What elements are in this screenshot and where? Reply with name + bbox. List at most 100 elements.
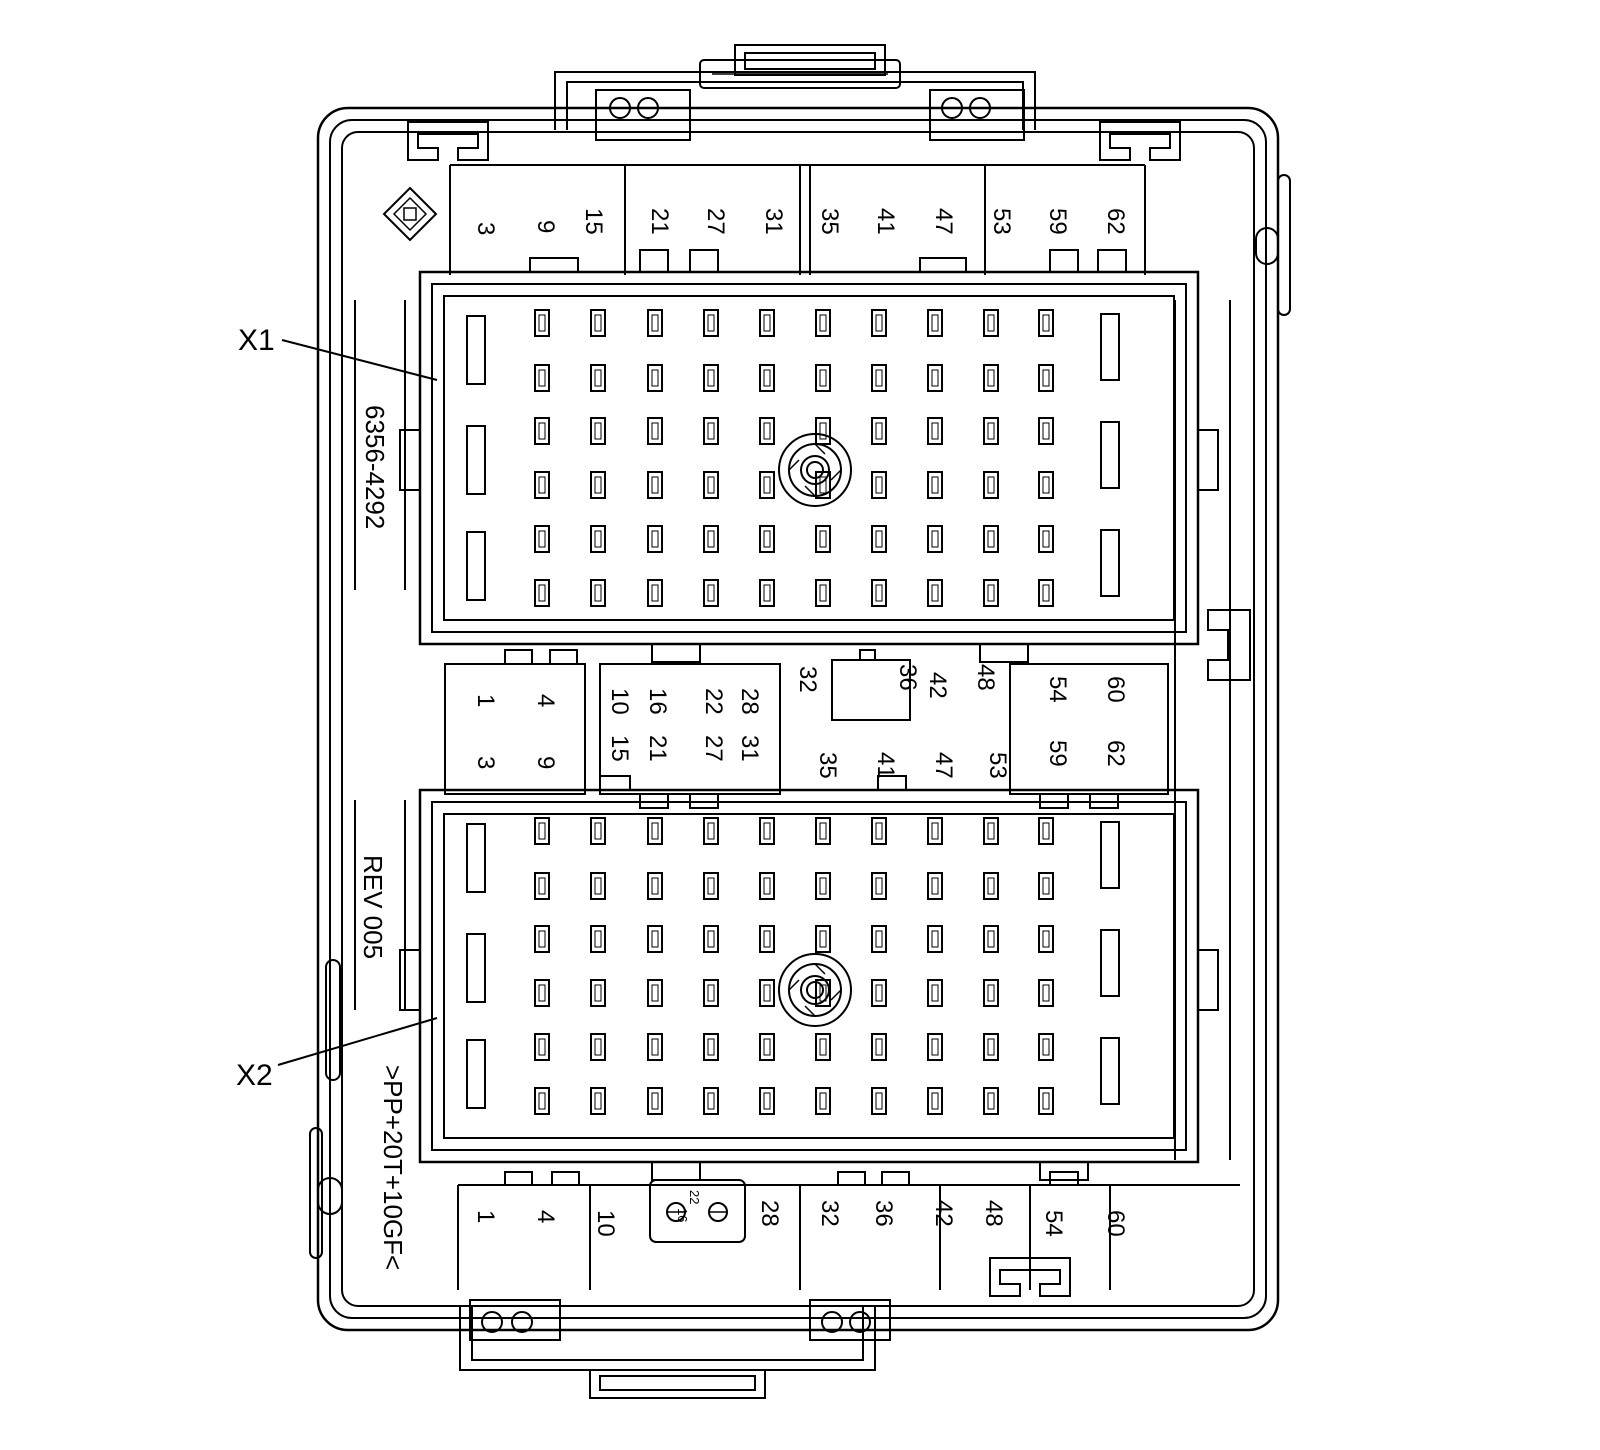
pin-number-label: 1: [472, 1210, 499, 1223]
x2-terminal-contact: [594, 1038, 602, 1056]
x1-terminal-cavity: [983, 525, 999, 553]
x2-terminal-cavity: [1038, 817, 1054, 845]
x2-terminal-cavity: [1038, 872, 1054, 900]
x1-terminal-cavity: [871, 471, 887, 499]
x2-terminal-contact: [651, 930, 659, 948]
pin-number-label: 32: [816, 1200, 843, 1227]
x2-terminal-contact: [538, 1092, 546, 1110]
x1-terminal-cavity: [759, 525, 775, 553]
x1-terminal-contact: [763, 369, 771, 387]
x2-terminal-contact: [538, 984, 546, 1002]
x1-terminal-contact: [819, 314, 827, 332]
x1-terminal-contact: [707, 369, 715, 387]
x1-terminal-contact: [931, 369, 939, 387]
x2-terminal-cavity: [759, 925, 775, 953]
pin-number-label: 41: [872, 752, 899, 779]
x2-terminal-contact: [931, 822, 939, 840]
x2-terminal-cavity: [534, 979, 550, 1007]
x1-terminal-contact: [931, 422, 939, 440]
x1-leader-line: [281, 339, 438, 381]
x1-terminal-contact: [987, 476, 995, 494]
x1-terminal-cavity: [815, 579, 831, 607]
x2-terminal-contact: [707, 1038, 715, 1056]
x1-terminal-cavity: [590, 471, 606, 499]
x1-terminal-contact: [594, 314, 602, 332]
pin-number-label: 31: [736, 735, 763, 762]
x1-power-cavity: [466, 315, 486, 385]
x1-terminal-contact: [707, 530, 715, 548]
x1-top-strip: [449, 164, 1146, 275]
x1-terminal-cavity: [647, 471, 663, 499]
x2-terminal-cavity: [871, 1087, 887, 1115]
x1-terminal-cavity: [871, 309, 887, 337]
pin-number-label: 62: [1102, 208, 1129, 235]
x2-terminal-contact: [987, 984, 995, 1002]
pin-number-label: 60: [1102, 676, 1129, 703]
x2-terminal-cavity: [590, 817, 606, 845]
outer-housing: [309, 44, 1291, 1399]
x1-terminal-contact: [819, 584, 827, 602]
pin-number-label: 9: [532, 756, 559, 769]
pin-number-label: 53: [984, 752, 1011, 779]
pin-number-label: 42: [930, 1200, 957, 1227]
pin-number-label: 31: [760, 208, 787, 235]
pin-number-label: 15: [606, 735, 633, 762]
x2-terminal-contact: [1042, 1038, 1050, 1056]
x1-terminal-cavity: [1038, 525, 1054, 553]
pin-number-label: 47: [930, 752, 957, 779]
pin-number-label: 3: [472, 222, 499, 235]
x1-callout: X1: [238, 324, 275, 357]
x1-terminal-cavity: [759, 364, 775, 392]
x2-terminal-cavity: [1038, 1033, 1054, 1061]
x1-terminal-contact: [875, 369, 883, 387]
x1-terminal-contact: [594, 584, 602, 602]
x2-terminal-cavity: [590, 1087, 606, 1115]
x2-terminal-cavity: [703, 1087, 719, 1115]
x1-terminal-contact: [538, 530, 546, 548]
x2-terminal-cavity: [1038, 925, 1054, 953]
x2-terminal-cavity: [703, 925, 719, 953]
x2-terminal-contact: [819, 1092, 827, 1110]
x1-terminal-contact: [651, 530, 659, 548]
x2-terminal-cavity: [983, 979, 999, 1007]
pin-number-label: 41: [872, 208, 899, 235]
x1-terminal-contact: [651, 584, 659, 602]
x1-terminal-contact: [594, 530, 602, 548]
x1-terminal-cavity: [647, 525, 663, 553]
x2-terminal-cavity: [534, 817, 550, 845]
x1-terminal-cavity: [927, 364, 943, 392]
x1-terminal-contact: [763, 476, 771, 494]
x2-terminal-cavity: [815, 1033, 831, 1061]
x2-terminal-contact: [594, 822, 602, 840]
pin-number-label: 10: [606, 688, 633, 715]
x2-power-cavity: [1100, 1037, 1120, 1105]
pin-number-label: 9: [532, 220, 559, 233]
x1-terminal-cavity: [759, 471, 775, 499]
x2-terminal-cavity: [1038, 979, 1054, 1007]
x1-terminal-cavity: [534, 417, 550, 445]
x1-terminal-cavity: [1038, 471, 1054, 499]
x1-terminal-cavity: [590, 364, 606, 392]
x1-terminal-cavity: [927, 417, 943, 445]
pin-number-label: 42: [924, 672, 951, 699]
x2-terminal-contact: [875, 822, 883, 840]
x1-terminal-cavity: [927, 579, 943, 607]
pin-number-label: 54: [1044, 676, 1071, 703]
x2-terminal-contact: [707, 930, 715, 948]
pin-number-label: 62: [1102, 740, 1129, 767]
x2-callout: X2: [236, 1059, 273, 1092]
x1-terminal-cavity: [590, 579, 606, 607]
x2-terminal-cavity: [815, 925, 831, 953]
x2-terminal-cavity: [815, 979, 831, 1007]
pin-number-label: 60: [1102, 1210, 1129, 1237]
x2-terminal-cavity: [983, 1033, 999, 1061]
x2-bottom-strip: [457, 1171, 1240, 1290]
x2-terminal-contact: [594, 877, 602, 895]
x2-terminal-cavity: [759, 872, 775, 900]
x2-terminal-contact: [987, 1038, 995, 1056]
x2-terminal-cavity: [590, 872, 606, 900]
x1-power-cavity: [466, 531, 486, 601]
x2-terminal-cavity: [927, 979, 943, 1007]
x2-terminal-contact: [763, 930, 771, 948]
